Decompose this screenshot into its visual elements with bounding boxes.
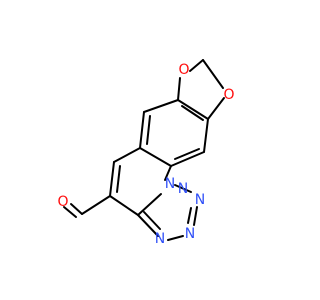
atom-o-top: O <box>178 62 189 78</box>
atom-n-bridge: N <box>165 176 175 192</box>
bond-c5-c4 <box>139 147 172 167</box>
bond-c9-n <box>137 193 162 216</box>
bond-c9-n1 <box>137 214 159 237</box>
bond-n2-n3-double <box>187 207 192 224</box>
atom-o-right: O <box>223 87 234 103</box>
bond-n2-n3 <box>193 206 198 226</box>
bond-c6-c5 <box>139 111 145 149</box>
bond-n3-n <box>174 184 192 193</box>
bond-c7-c8 <box>109 161 115 197</box>
atom-o-aldehyde: O <box>57 194 68 210</box>
bond-o2-c2 <box>207 97 225 120</box>
bond-c8-cho <box>81 195 111 215</box>
structure-diagram: O O O N N N N N <box>57 59 235 247</box>
bond-c4-c3-double <box>174 148 200 160</box>
atom-n-tz4: N <box>178 181 188 197</box>
bond-c9-n1-double <box>143 211 161 230</box>
bond-c1-c2 <box>177 99 209 120</box>
bond-c6-c5-double <box>146 115 151 145</box>
bond-ch2-o2 <box>202 59 224 89</box>
atom-n-tz1: N <box>155 231 165 247</box>
bond-n1-n2 <box>167 235 184 241</box>
bond-c1-c2-double <box>181 105 204 121</box>
bond-o1-ch2 <box>189 59 204 72</box>
bonds <box>63 59 225 241</box>
atom-n-tz3: N <box>195 192 205 208</box>
bond-c1-c6 <box>143 99 179 113</box>
bond-c3-c2 <box>203 118 209 153</box>
atom-n-tz2: N <box>185 226 195 242</box>
bond-o1-c1 <box>177 77 181 101</box>
bond-c7-c8-double <box>116 165 121 193</box>
bond-cho-o-double <box>63 206 77 218</box>
molecule-canvas: O O O N N N N N <box>57 59 235 247</box>
bond-cho-o <box>70 203 83 215</box>
bond-c5-c7 <box>113 147 141 163</box>
bond-n-c4 <box>164 165 172 181</box>
bond-c4-c3 <box>170 151 205 167</box>
atom-labels: O O O N N N N N <box>57 62 234 247</box>
bond-c8-c9 <box>109 195 139 216</box>
